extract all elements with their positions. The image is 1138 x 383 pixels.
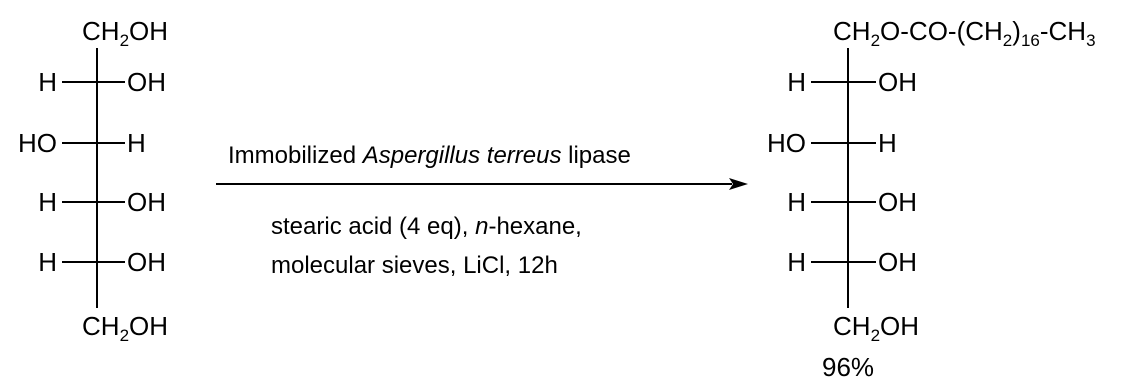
product-yield: 96% [822, 352, 874, 382]
product-row-3-right: OH [878, 187, 917, 217]
product-row-1-right: OH [878, 67, 917, 97]
product-row-2-left: HO [767, 128, 806, 158]
product-row-1-left: H [787, 67, 806, 97]
reactant-row-4-left: H [38, 247, 57, 277]
product-structure: CH2O-CO-(CH2)16-CH3 H OH HO H H OH H OH … [767, 16, 1096, 382]
product-row-3-left: H [787, 187, 806, 217]
reactant-top-group: CH2OH [82, 16, 168, 50]
reactant-row-2-right: H [127, 128, 146, 158]
reactant-row-2-left: HO [18, 128, 57, 158]
catalyst-label: Immobilized Aspergillus terreus lipase [228, 142, 631, 169]
conditions-line-2: molecular sieves, LiCl, 12h [271, 252, 558, 279]
product-top-group: CH2O-CO-(CH2)16-CH3 [833, 16, 1096, 50]
reaction-arrow-group: Immobilized Aspergillus terreus lipase s… [216, 142, 748, 279]
product-row-4-right: OH [878, 247, 917, 277]
reactant-row-4-right: OH [127, 247, 166, 277]
reactant-row-1-right: OH [127, 67, 166, 97]
reactant-row-3-left: H [38, 187, 57, 217]
product-row-4-left: H [787, 247, 806, 277]
reactant-structure: CH2OH H OH HO H H OH H OH CH2OH [18, 16, 168, 345]
reaction-arrow-head [729, 178, 748, 190]
product-row-2-right: H [878, 128, 897, 158]
reactant-bottom-group: CH2OH [82, 311, 168, 345]
reactant-row-1-left: H [38, 67, 57, 97]
reactant-row-3-right: OH [127, 187, 166, 217]
conditions-line-1: stearic acid (4 eq), n-hexane, [271, 213, 582, 240]
product-bottom-group: CH2OH [833, 311, 919, 345]
